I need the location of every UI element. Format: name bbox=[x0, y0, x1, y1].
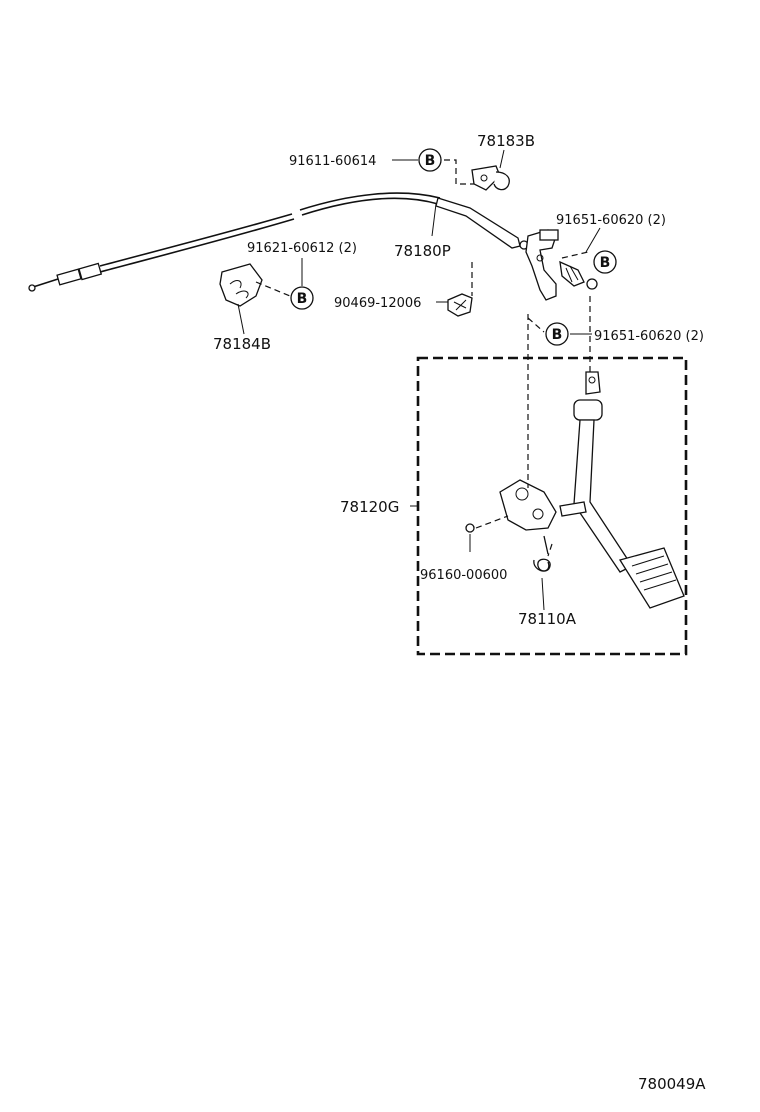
pedal-arm-bushing bbox=[573, 399, 603, 421]
callout-b-letter: B bbox=[297, 291, 308, 307]
cable-housing-mid-lower bbox=[301, 197, 439, 216]
label-91611-60614: 91611-60614 bbox=[289, 154, 376, 169]
clip-detail bbox=[453, 299, 467, 311]
leader-lines bbox=[237, 149, 601, 611]
leader-91651-top bbox=[585, 227, 601, 253]
leader-78110A bbox=[541, 577, 545, 611]
cable-housing-mid bbox=[299, 192, 441, 211]
pedal-bracket-hole-lower bbox=[532, 508, 544, 520]
callout-b-letter: B bbox=[600, 255, 611, 271]
callout-b-91651-mid: B bbox=[545, 322, 569, 346]
pedal-pad-ribs bbox=[631, 555, 677, 591]
callout-b-circle bbox=[418, 148, 442, 172]
dash-91611-to-clamp bbox=[444, 159, 474, 185]
cable-boot bbox=[435, 197, 521, 249]
diagram-code: 780049A bbox=[638, 1075, 706, 1093]
connector-lines bbox=[255, 159, 591, 557]
clamp-loop bbox=[493, 171, 510, 191]
dash-spring bbox=[547, 543, 553, 557]
label-96160-00600: 96160-00600 bbox=[420, 568, 507, 583]
pedal-arm-top-hole bbox=[588, 376, 596, 384]
e-ring-96160-00600 bbox=[465, 523, 475, 533]
pedal-pad bbox=[618, 547, 685, 609]
label-78180P: 78180P bbox=[394, 242, 451, 260]
clip-90469-12006 bbox=[447, 293, 473, 317]
callout-b-91611: B bbox=[418, 148, 442, 172]
accelerator-cable-78180P bbox=[28, 192, 529, 292]
label-90469-12006: 90469-12006 bbox=[334, 296, 421, 311]
callout-b-91621: B bbox=[290, 286, 314, 310]
dash-ering-to-bracket bbox=[475, 515, 509, 529]
label-91651-60620-mid: 91651-60620 (2) bbox=[594, 329, 704, 344]
pedal-bracket bbox=[499, 479, 557, 531]
label-78183B: 78183B bbox=[477, 132, 535, 150]
cable-adjuster bbox=[78, 262, 103, 281]
return-spring-78110A bbox=[533, 535, 551, 572]
label-91621-60612: 91621-60612 (2) bbox=[247, 241, 357, 256]
label-78120G: 78120G bbox=[340, 498, 399, 516]
pivot-shaft bbox=[559, 501, 587, 517]
cable-housing-left bbox=[99, 213, 293, 267]
dash-bracket-to-bolt bbox=[561, 251, 589, 259]
spring-coil bbox=[533, 558, 551, 572]
callout-b-circle bbox=[545, 322, 569, 346]
label-91651-60620-top: 91651-60620 (2) bbox=[556, 213, 666, 228]
callout-b-circle bbox=[290, 286, 314, 310]
cable-housing-left-lower bbox=[99, 218, 295, 273]
callout-b-91651-top: B bbox=[593, 250, 617, 274]
support-78184B bbox=[219, 263, 263, 307]
bolt-thread bbox=[565, 265, 579, 283]
pedal-arm bbox=[573, 371, 633, 573]
bracket-hole bbox=[536, 254, 544, 262]
callout-b-letter: B bbox=[552, 327, 563, 343]
dash-support-to-B bbox=[255, 281, 291, 297]
bolt-nut bbox=[586, 278, 598, 290]
bracket-tab bbox=[539, 229, 559, 241]
pedal-bracket-hole-upper bbox=[515, 487, 529, 501]
callout-b-letter: B bbox=[425, 153, 436, 169]
clamp-body bbox=[471, 165, 501, 191]
pedal-arm-lever bbox=[573, 419, 633, 573]
cable-bracket bbox=[525, 229, 598, 301]
leader-78183B bbox=[499, 149, 505, 169]
clamp-78183B bbox=[471, 165, 510, 191]
leader-78184B bbox=[237, 303, 245, 335]
support-holes bbox=[229, 280, 249, 299]
dash-bracket-to-B bbox=[527, 317, 545, 333]
bracket-bolt bbox=[559, 260, 585, 287]
callout-b-circle bbox=[593, 250, 617, 274]
leader-78180P bbox=[431, 203, 437, 237]
spring-arm bbox=[543, 535, 549, 555]
label-78110A: 78110A bbox=[518, 610, 577, 628]
cable-end-ball bbox=[28, 284, 36, 292]
label-78184B: 78184B bbox=[213, 335, 271, 353]
cable-end-fitting bbox=[56, 268, 82, 286]
clamp-hole bbox=[480, 174, 488, 182]
